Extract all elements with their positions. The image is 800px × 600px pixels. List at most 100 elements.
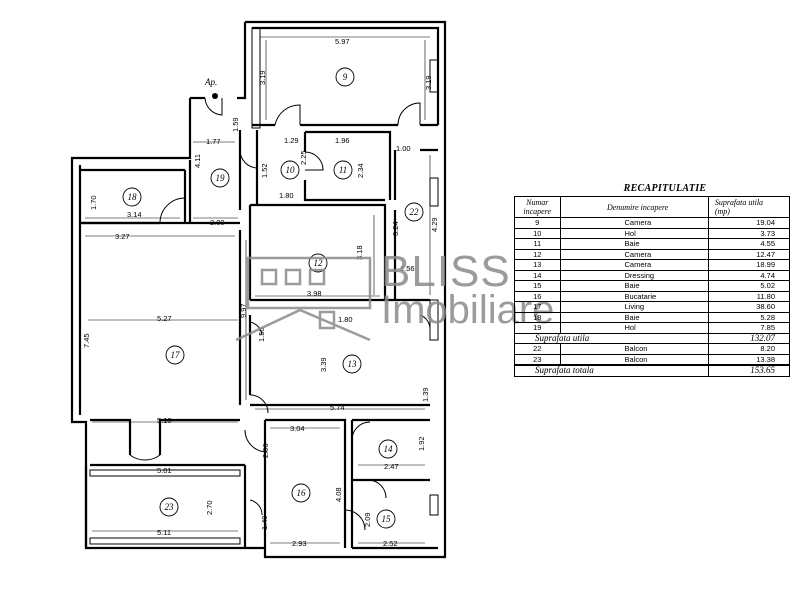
dim-label: 5.11: [157, 528, 171, 537]
room-area-cell: 7.85: [707, 322, 791, 334]
svg-text:13: 13: [348, 359, 358, 369]
room-number-cell: 18: [514, 311, 561, 323]
header-area: Suprafata utila (mp): [707, 196, 791, 218]
dim-label: 2.93: [292, 539, 307, 548]
room-17-label: 17: [165, 345, 185, 365]
svg-text:22: 22: [410, 207, 420, 217]
dim-label: 2.09: [363, 512, 372, 527]
dim-label: 2.06: [261, 443, 270, 458]
svg-text:19: 19: [216, 173, 226, 183]
dim-label: 1.00: [396, 144, 411, 153]
room-name-cell: Hol: [559, 227, 709, 239]
room-name-cell: Living: [559, 301, 709, 313]
dim-label: 5.74: [330, 403, 345, 412]
room-area-cell: 38.60: [707, 301, 791, 313]
svg-text:Ap.: Ap.: [204, 77, 217, 87]
room-15-label: 15: [376, 509, 396, 529]
recap-table: Numar incapere Denumire incapere Suprafa…: [514, 196, 791, 377]
room-area-cell: 3.73: [707, 227, 791, 239]
dim-label: 2.25: [299, 150, 308, 165]
room-18-label: 18: [122, 187, 142, 207]
entrance-dot-icon: [212, 93, 218, 99]
room-23-label: 23: [159, 497, 179, 517]
dim-label: 5.97: [335, 37, 350, 46]
room-name-cell: Balcon: [559, 343, 709, 355]
svg-text:17: 17: [171, 350, 181, 360]
svg-text:18: 18: [128, 192, 138, 202]
room-number-cell: 10: [514, 227, 561, 239]
room-area-cell: 4.74: [707, 269, 791, 281]
dim-label: 2.00: [210, 218, 225, 227]
dim-label: 5.01: [157, 466, 172, 475]
entrance-marker: Ap.: [204, 77, 218, 99]
room-19-label: 19: [210, 168, 230, 188]
dim-label: 4.11: [193, 154, 202, 168]
dim-label: 1.80: [338, 315, 353, 324]
dim-label: 2.47: [384, 462, 399, 471]
svg-text:14: 14: [384, 444, 394, 454]
recap-title: RECAPITULATIE: [623, 183, 707, 194]
svg-text:15: 15: [382, 514, 392, 524]
room-name-cell: Bucatarie: [559, 290, 709, 302]
dim-label: 3.24: [391, 221, 400, 236]
room-number-cell: 17: [514, 301, 561, 313]
room-number-cell: 19: [514, 322, 561, 334]
dim-label: 5.27: [157, 314, 172, 323]
room-name-cell: Camera: [559, 248, 709, 260]
watermark-line1: BLISS: [381, 247, 511, 296]
dim-label: 1.70: [89, 195, 98, 210]
svg-text:11: 11: [339, 165, 347, 175]
room-name-cell: Hol: [559, 322, 709, 334]
room-number-cell: 23: [514, 353, 561, 366]
svg-text:12: 12: [314, 258, 324, 268]
dim-label: 3.18: [355, 245, 364, 260]
dim-label: 2.34: [356, 163, 365, 178]
recap-header-row: Numar incapere Denumire incapere Suprafa…: [514, 196, 791, 218]
header-name: Denumire incapere: [559, 196, 709, 218]
dim-label: 1.56: [400, 264, 415, 273]
total-area-value: 153.65: [707, 364, 791, 377]
dim-label: 3.19: [424, 75, 433, 90]
room-name-cell: Balcon: [559, 353, 709, 366]
dim-label: 1.39: [421, 387, 430, 402]
dim-label: 1.29: [284, 136, 299, 145]
room-name-cell: Baie: [559, 311, 709, 323]
dimension-labels: 5.97 3.19 3.19 1.59 1.77 1.29 1.96 1.00 …: [82, 37, 439, 548]
dim-label: 1.92: [417, 436, 426, 451]
dim-label: 3.27: [115, 232, 130, 241]
dim-label: 7.45: [82, 333, 91, 348]
room-name-cell: Camera: [559, 217, 709, 229]
room-area-cell: 8.20: [707, 343, 791, 355]
dim-label: 2.70: [205, 500, 214, 515]
room-number-cell: 11: [514, 238, 561, 250]
svg-text:16: 16: [297, 488, 307, 498]
dim-label: 4.29: [430, 217, 439, 232]
useful-area-label: Suprafata utila: [514, 332, 709, 344]
room-11-label: 11: [333, 160, 353, 180]
svg-text:23: 23: [165, 502, 175, 512]
room-area-cell: 13.38: [707, 353, 791, 366]
room-16-label: 16: [291, 483, 311, 503]
room-number-cell: 12: [514, 248, 561, 260]
svg-text:9: 9: [343, 72, 348, 82]
dim-label: 1.77: [206, 137, 221, 146]
room-labels: 9 10 11 12 13 14 15 16 17 18 19 22 23: [122, 67, 424, 529]
room-area-cell: 18.99: [707, 259, 791, 271]
room-number-cell: 22: [514, 343, 561, 355]
room-22-label: 22: [404, 202, 424, 222]
watermark-text: BLISS Imobiliare: [381, 247, 554, 331]
dim-label: 1.52: [260, 163, 269, 178]
dim-label: 3.04: [290, 424, 305, 433]
dim-label: 1.49: [260, 515, 269, 530]
room-name-cell: Baie: [559, 280, 709, 292]
